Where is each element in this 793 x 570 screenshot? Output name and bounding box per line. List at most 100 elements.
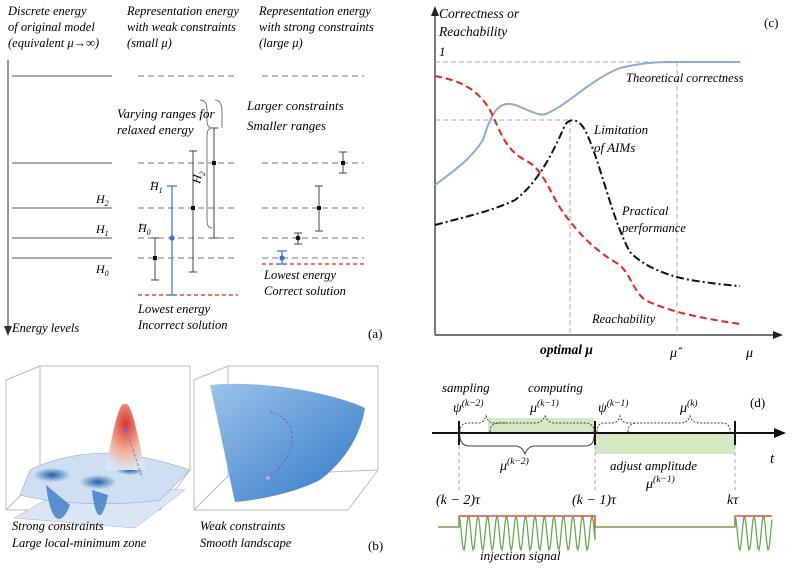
time-arrow bbox=[774, 428, 786, 438]
strong-label-2: Large local-minimum zone bbox=[11, 536, 147, 550]
weak-levels bbox=[138, 75, 238, 259]
well-2 bbox=[80, 475, 116, 489]
original-levels bbox=[12, 75, 112, 259]
computing-label: computing bbox=[528, 380, 583, 395]
tilde-0: ~ bbox=[139, 220, 145, 231]
c-reference-lines bbox=[435, 61, 740, 335]
path-left bbox=[125, 429, 143, 479]
mu-label: μ bbox=[745, 346, 753, 361]
ht1-label: H1 bbox=[149, 179, 163, 195]
c-y-arrow bbox=[431, 6, 439, 16]
limitation-2: of AIMs bbox=[594, 140, 635, 155]
brace-mu-k bbox=[627, 414, 731, 433]
spoint-1 bbox=[295, 235, 301, 241]
c-y-one: 1 bbox=[439, 44, 446, 59]
limitation-1: Limitation bbox=[593, 122, 648, 137]
point-h2 bbox=[191, 206, 195, 210]
strong-levels bbox=[262, 75, 364, 259]
brace-varying-2 bbox=[214, 99, 223, 128]
ht2-label: H2 bbox=[189, 170, 207, 186]
right-box-edge2 bbox=[193, 475, 229, 511]
adjust-label: adjust amplitude bbox=[610, 458, 697, 473]
brace-varying bbox=[199, 99, 213, 229]
col3-title-2: with strong constraints bbox=[259, 20, 374, 34]
reachability-label: Reachability bbox=[591, 312, 656, 326]
col2-title-3: (small μ) bbox=[127, 36, 172, 50]
signal-oscillation bbox=[438, 513, 773, 552]
theoretical-curve bbox=[434, 61, 740, 186]
computing-fill bbox=[488, 418, 594, 432]
ht2-label-group: H2 bbox=[189, 170, 207, 186]
h2-label: H2 bbox=[95, 192, 109, 208]
weak-bars bbox=[151, 127, 218, 281]
weak-bottom-1: Lowest energy bbox=[137, 302, 211, 316]
col3-title-3: (large μ) bbox=[259, 36, 303, 50]
funnel-1 bbox=[46, 485, 70, 519]
funnel-2 bbox=[92, 490, 108, 516]
c-x-arrow bbox=[773, 331, 783, 339]
practical-2: performance bbox=[621, 221, 686, 235]
col1-title-1: Discrete energy bbox=[7, 4, 87, 18]
panel-a: Discrete energy of original model (equiv… bbox=[4, 4, 382, 341]
c-ylabel-2: Reachability bbox=[438, 24, 507, 39]
col1-title-2: of original model bbox=[8, 20, 95, 34]
weak-label-2: Smooth landscape bbox=[200, 536, 292, 550]
tick-k2-label: (k − 2)τ bbox=[436, 493, 481, 508]
panel-d: sampling computing ψ(k−2) μ(k−1) ψ(k−1) … bbox=[432, 380, 786, 563]
panel-b-label: (b) bbox=[368, 538, 383, 553]
psi-k1-label: ψ(k−1) bbox=[598, 398, 628, 416]
strong-bottom-1: Lowest energy bbox=[263, 268, 337, 282]
theoretical-label: Theoretical correctness bbox=[626, 71, 744, 85]
sampling-label: sampling bbox=[442, 380, 490, 395]
brace-mu-k2 bbox=[459, 435, 595, 456]
strong-bottom-2: Correct solution bbox=[264, 284, 346, 298]
adjust-fill bbox=[595, 434, 735, 454]
spoint-2 bbox=[317, 206, 321, 210]
strong-label-1: Strong constraints bbox=[12, 519, 104, 533]
point-h1-blue bbox=[169, 235, 175, 241]
practical-1: Practical bbox=[621, 204, 669, 218]
h0-label: H0 bbox=[95, 262, 109, 278]
weak-label-1: Weak constraints bbox=[200, 519, 285, 533]
h1-label: H1 bbox=[95, 222, 109, 238]
psi-k2-label: ψ(k−2) bbox=[453, 398, 483, 416]
mu-k2-below-label: μ(k−2) bbox=[499, 456, 529, 474]
path-left-start bbox=[124, 428, 128, 432]
panel-c: Correctness or Reachability 1 (c) Theore… bbox=[431, 6, 783, 361]
panel-b: Strong constraints Large local-minimum z… bbox=[5, 365, 383, 553]
injection-signal bbox=[438, 513, 773, 552]
varying-1: Varying ranges for bbox=[117, 106, 215, 121]
tick-k1-label: (k − 1)τ bbox=[572, 493, 617, 508]
brace-computing bbox=[489, 414, 595, 433]
col1-title-3: (equivalent μ→∞) bbox=[8, 36, 99, 50]
strong-bars bbox=[294, 151, 347, 245]
spoint-3 bbox=[341, 161, 345, 165]
reachability-curve bbox=[434, 75, 741, 325]
brace-sampling bbox=[459, 414, 506, 433]
practical-curve bbox=[434, 119, 741, 287]
path-right bbox=[267, 411, 293, 479]
energy-axis-arrowhead bbox=[4, 326, 12, 336]
mu-k1-below-label: μ(k−1) bbox=[645, 474, 675, 492]
ht0-label: H0 bbox=[137, 221, 151, 237]
tick-k-label: kτ bbox=[727, 493, 739, 508]
d-guides bbox=[458, 445, 736, 490]
smooth-surface bbox=[210, 383, 365, 502]
mu-k-label: μ(k) bbox=[679, 398, 698, 416]
panel-a-label: (a) bbox=[368, 326, 382, 341]
injection-label: injection signal bbox=[480, 548, 561, 563]
energy-levels-label: Energy levels bbox=[11, 321, 79, 335]
optimal-mu-label: optimal μ bbox=[540, 342, 593, 357]
point-h3 bbox=[212, 161, 216, 165]
larger-2: Smaller ranges bbox=[247, 118, 326, 133]
brace-psi-k1 bbox=[596, 414, 636, 433]
well-1 bbox=[34, 468, 70, 482]
tilde-1: ~ bbox=[151, 178, 157, 189]
varying-2: relaxed energy bbox=[117, 122, 194, 137]
col2-title-2: with weak constraints bbox=[127, 20, 236, 34]
mu-hat-label: μ̂ bbox=[669, 346, 683, 361]
panel-c-label: (c) bbox=[764, 15, 778, 30]
peak bbox=[105, 403, 146, 470]
point-h0 bbox=[153, 256, 157, 260]
